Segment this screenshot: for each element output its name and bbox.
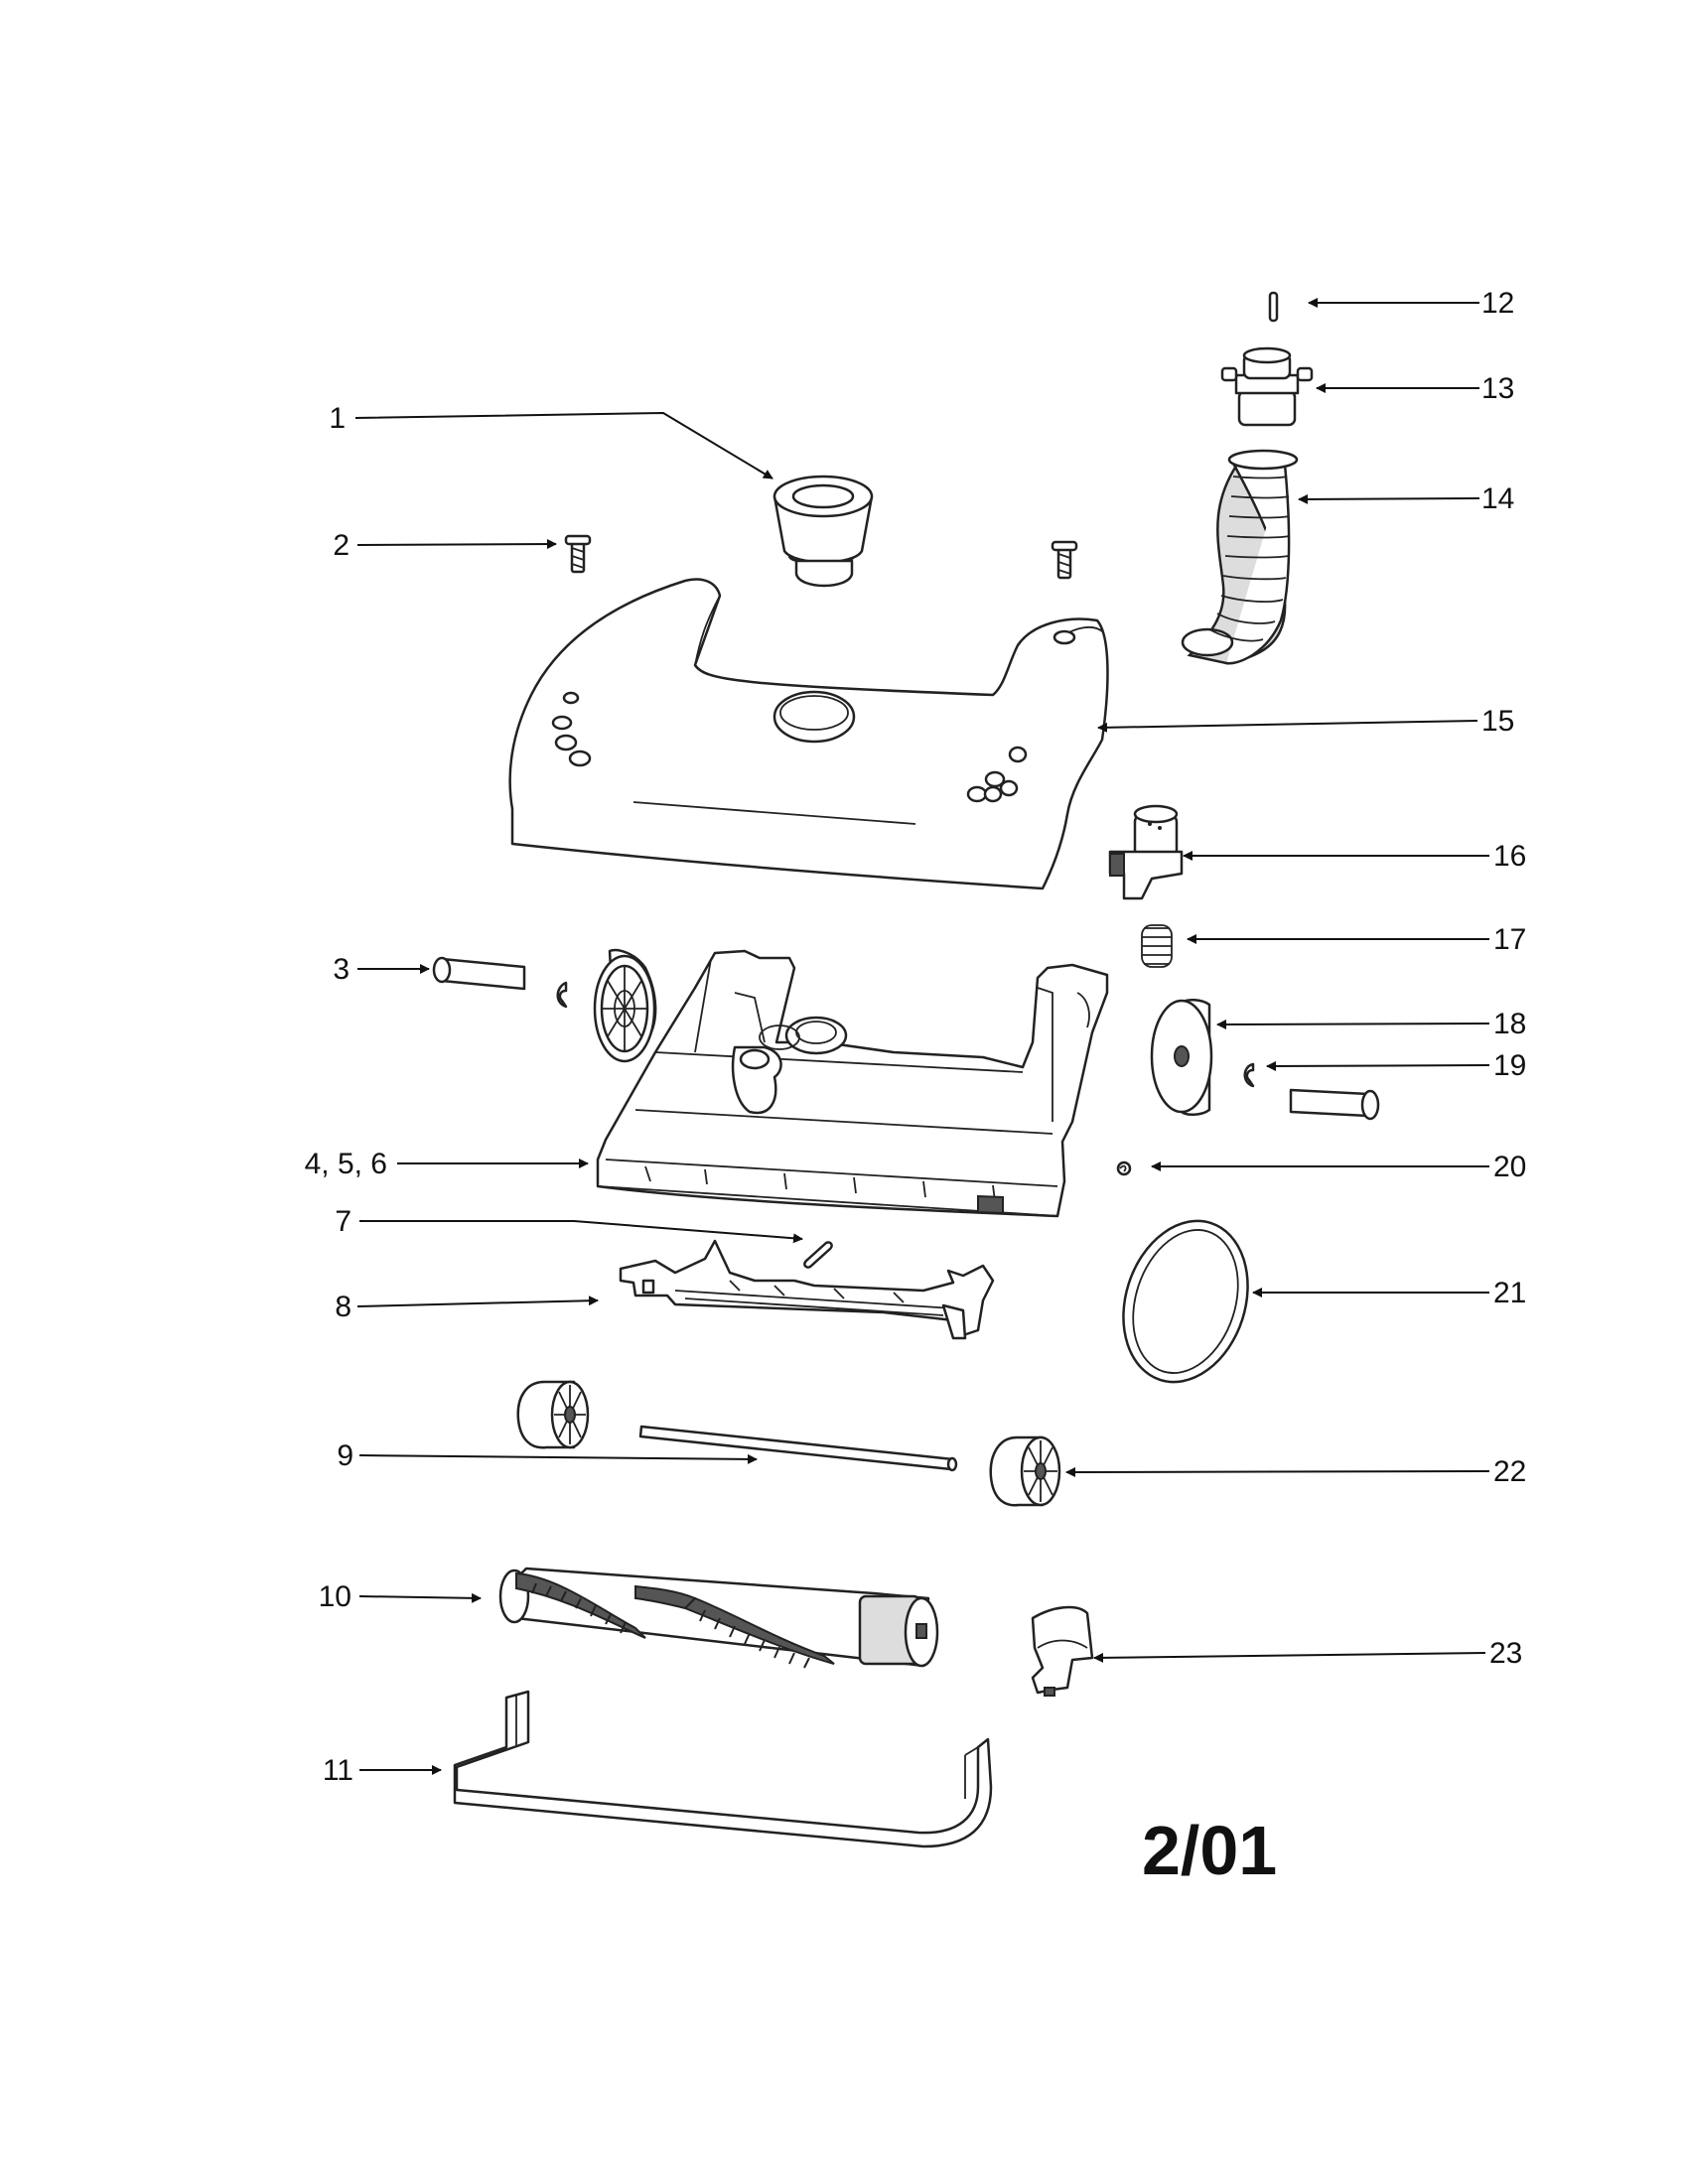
leader-lines — [354, 298, 1490, 1775]
callout-1: 1 — [329, 402, 346, 435]
callout-15: 15 — [1481, 705, 1514, 738]
leader-7 — [359, 1220, 803, 1244]
revision-code: 2/01 — [1142, 1812, 1277, 1889]
leader-8 — [356, 1296, 599, 1307]
part-14-hose — [1181, 449, 1299, 665]
callout-21: 21 — [1493, 1277, 1526, 1309]
part-4-base — [596, 949, 1109, 1218]
part-3-axle — [432, 956, 526, 991]
callout-19: 19 — [1493, 1049, 1526, 1082]
leader-10 — [358, 1592, 482, 1603]
part-19-axle — [1289, 1088, 1380, 1121]
callout-10: 10 — [319, 1580, 351, 1613]
part-20-screw — [1116, 1160, 1132, 1176]
part-1-nozzle-connector — [772, 475, 874, 588]
part-4-wheel — [593, 949, 657, 1063]
part-11-bumper — [453, 1690, 993, 1848]
part-23-end-cap — [1031, 1605, 1094, 1697]
leader-14 — [1298, 493, 1480, 504]
callout-12: 12 — [1481, 287, 1514, 320]
callout-2: 2 — [333, 529, 350, 562]
callout-9: 9 — [337, 1439, 353, 1472]
leader-15 — [1097, 720, 1478, 733]
leader-9 — [358, 1453, 758, 1464]
callout-18: 18 — [1493, 1008, 1526, 1040]
leader-23 — [1093, 1652, 1486, 1663]
part-19-clip — [1243, 1062, 1255, 1088]
callout-13: 13 — [1481, 372, 1514, 405]
callout-4-5-6: 4, 5, 6 — [305, 1148, 387, 1180]
part-2-screw — [564, 534, 592, 574]
callout-7: 7 — [335, 1205, 351, 1238]
part-10-brush-roll — [498, 1567, 939, 1669]
part-13-hose-connector — [1220, 346, 1314, 427]
part-2-screw-second — [1051, 540, 1078, 580]
callout-20: 20 — [1493, 1151, 1526, 1183]
part-17-spring — [1141, 924, 1173, 968]
part-15-hood — [508, 578, 1109, 890]
leader-22 — [1065, 1466, 1490, 1477]
part-7-clip — [803, 1241, 833, 1269]
callout-labels: 1 2 3 4, 5, 6 7 8 9 10 11 12 13 14 15 16… — [305, 287, 1527, 1787]
part-9-bearing-left — [516, 1380, 590, 1449]
callout-14: 14 — [1481, 482, 1514, 515]
part-12-pin — [1268, 291, 1279, 323]
leader-1 — [354, 411, 773, 479]
part-8-bottom-plate — [619, 1239, 995, 1340]
callout-17: 17 — [1493, 923, 1526, 956]
callout-23: 23 — [1489, 1637, 1522, 1670]
part-18-wheel — [1150, 999, 1213, 1116]
part-21-belt — [1122, 1219, 1249, 1384]
leader-19 — [1266, 1060, 1490, 1071]
part-22-bearing — [989, 1435, 1061, 1507]
part-16-switch — [1108, 804, 1184, 900]
callout-16: 16 — [1493, 840, 1526, 873]
part-9-rod — [638, 1425, 958, 1472]
part-3-clip — [556, 981, 568, 1009]
callout-3: 3 — [333, 953, 350, 986]
callout-11: 11 — [323, 1754, 353, 1787]
callout-22: 22 — [1493, 1455, 1526, 1488]
callout-8: 8 — [335, 1291, 351, 1323]
leader-2 — [356, 539, 557, 550]
